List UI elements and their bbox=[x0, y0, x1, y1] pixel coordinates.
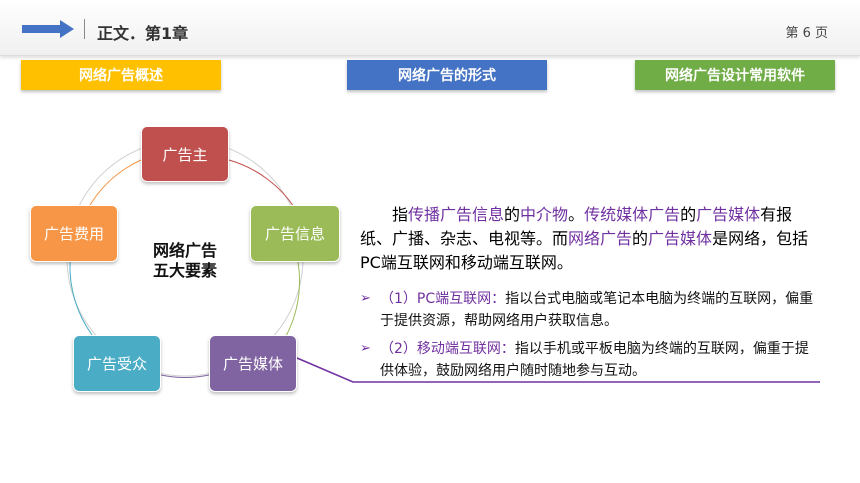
bullet-title: （2）移动端互联网： bbox=[380, 341, 515, 357]
page-number: 第 6 页 bbox=[785, 26, 828, 41]
bullet-title: （1）PC端互联网： bbox=[380, 291, 506, 307]
highlight-span: 广告媒体 bbox=[696, 205, 761, 224]
text-span: 指 bbox=[392, 205, 409, 224]
node-advertiser: 广告主 bbox=[141, 126, 229, 182]
bullet-arrow-icon: ➢ bbox=[360, 291, 371, 306]
bullet-pc-internet: ➢ （1）PC端互联网：指以台式电脑或笔记本电脑为终端的互联网，偏重于提供资源，… bbox=[360, 288, 820, 332]
bullet-mobile-internet: ➢ （2）移动端互联网：指以手机或平板电脑为终端的互联网，偏重于提供体验，鼓励网… bbox=[360, 338, 820, 382]
text-span: 是网络，包括PC端互联网和移动端互联网。 bbox=[360, 229, 809, 272]
tab-software[interactable]: 网络广告设计常用软件 bbox=[635, 60, 835, 90]
text-span: 有报纸、广播、杂志、电视等。而 bbox=[360, 205, 793, 248]
right-arrow-icon bbox=[22, 20, 74, 38]
tab-forms[interactable]: 网络广告的形式 bbox=[347, 60, 547, 90]
diagram-center-label: 网络广告 五大要素 bbox=[130, 241, 240, 281]
node-ad-media: 广告媒体 bbox=[209, 335, 297, 392]
text-span: 的 bbox=[680, 205, 697, 224]
chapter-title: 正文．第1章 bbox=[97, 24, 189, 43]
bullet-text: 指以手机或平板电脑为终端的互联网，偏重于提供体验，鼓励网络用户随时随地参与互动。 bbox=[380, 341, 809, 379]
bullet-arrow-icon: ➢ bbox=[360, 341, 371, 356]
node-audience: 广告受众 bbox=[73, 335, 161, 392]
bullet-text: 指以台式电脑或笔记本电脑为终端的互联网，偏重于提供资源，帮助网络用户获取信息。 bbox=[380, 291, 814, 329]
header-divider bbox=[84, 19, 85, 39]
header-bar: 正文．第1章 第 6 页 bbox=[0, 0, 860, 56]
center-label-line2: 五大要素 bbox=[152, 261, 217, 280]
highlight-span: 网络广告 bbox=[568, 229, 633, 248]
highlight-span: 传播广告信息 bbox=[408, 205, 505, 224]
text-span: 。 bbox=[568, 205, 585, 224]
center-label-line1: 网络广告 bbox=[152, 241, 217, 260]
node-ad-cost: 广告费用 bbox=[30, 205, 118, 262]
text-span: 的 bbox=[632, 229, 649, 248]
highlight-span: 广告媒体 bbox=[648, 229, 713, 248]
highlight-span: 传统媒体广告 bbox=[584, 205, 681, 224]
node-ad-info: 广告信息 bbox=[250, 205, 340, 262]
highlight-span: 中介物 bbox=[520, 205, 569, 224]
tab-overview[interactable]: 网络广告概述 bbox=[21, 60, 221, 90]
text-span: 的 bbox=[504, 205, 521, 224]
main-paragraph: 指传播广告信息的中介物。传统媒体广告的广告媒体有报纸、广播、杂志、电视等。而网络… bbox=[360, 203, 815, 275]
